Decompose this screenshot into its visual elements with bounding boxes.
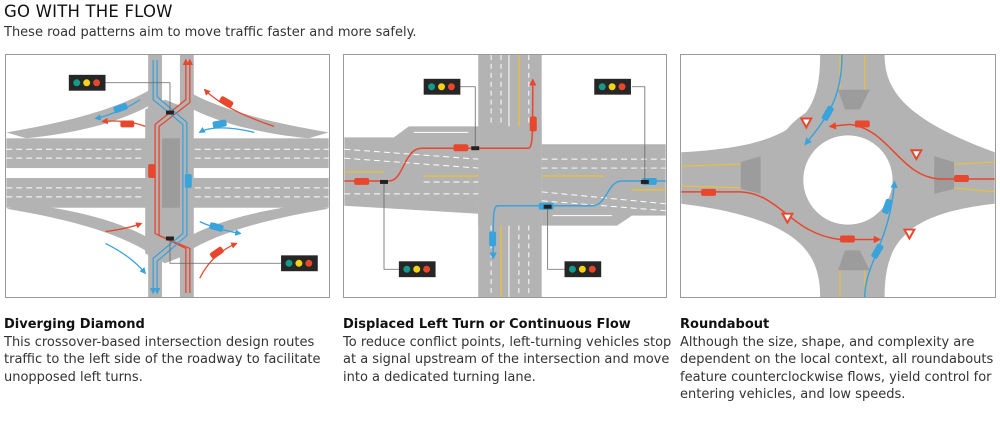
car-icon (113, 102, 128, 114)
displaced-left-turn-caption: Displaced Left Turn or Continuous Flow T… (343, 316, 673, 386)
traffic-signal-icon (423, 78, 480, 151)
car-icon (854, 120, 870, 128)
diverging-diamond-heading: Diverging Diamond (4, 317, 145, 332)
yield-sign-icon (780, 117, 923, 241)
splitter-islands (740, 89, 955, 271)
car-icon (354, 177, 370, 185)
diverging-diamond-diagram (5, 54, 330, 298)
cars (113, 96, 234, 259)
car-icon (529, 116, 537, 132)
diverging-diamond-caption: Diverging Diamond This crossover-based i… (4, 316, 334, 386)
car-icon (209, 222, 224, 232)
displaced-left-turn-diagram (343, 54, 667, 298)
diverging-diamond-description: This crossover-based intersection design… (4, 334, 321, 385)
roundabout-heading: Roundabout (680, 317, 770, 332)
car-icon (881, 198, 893, 215)
car-icon (209, 246, 224, 259)
car-icon (212, 119, 227, 129)
car-icon (148, 164, 156, 178)
car-icon (120, 120, 135, 128)
car-icon (701, 188, 717, 196)
car-icon (839, 235, 855, 243)
car-icon (871, 243, 884, 259)
displaced-left-turn-description: To reduce conflict points, left-turning … (343, 334, 672, 385)
page-title: GO WITH THE FLOW (4, 2, 173, 21)
cars (701, 105, 969, 259)
cars (354, 116, 657, 247)
roundabout-diagram (680, 54, 996, 298)
roundabout-description: Although the size, shape, and complexity… (680, 334, 994, 403)
traffic-signal-icon (166, 236, 318, 272)
car-icon (821, 105, 834, 121)
displaced-left-turn-heading: Displaced Left Turn or Continuous Flow (343, 317, 631, 332)
page-subtitle: These road patterns aim to move traffic … (4, 25, 417, 40)
traffic-signal-icon (594, 78, 649, 184)
traffic-signal-icon (380, 179, 436, 278)
car-icon (184, 174, 192, 188)
lane-markings (344, 55, 666, 297)
traffic-signal-icon (543, 204, 602, 278)
car-icon (219, 96, 234, 108)
center-lines (681, 55, 995, 297)
car-icon (489, 231, 497, 247)
car-icon (453, 144, 469, 152)
center-lines (344, 55, 666, 297)
roundabout-caption: Roundabout Although the size, shape, and… (680, 316, 1000, 404)
car-icon (954, 175, 969, 182)
traffic-signal-icon (68, 74, 174, 115)
central-island (803, 135, 893, 225)
